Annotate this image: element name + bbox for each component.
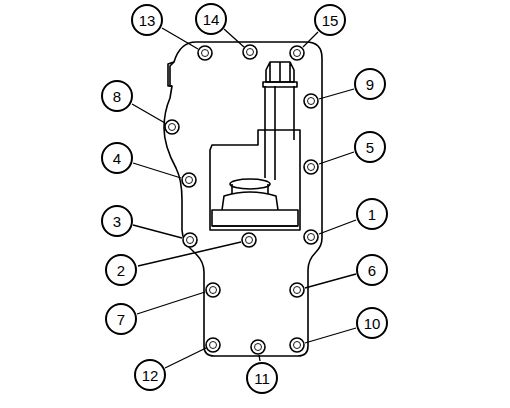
callout-number: 14 — [203, 12, 220, 27]
housing — [210, 130, 300, 230]
bolt-holes — [165, 45, 318, 354]
callout-circle: 5 — [354, 131, 386, 163]
callout-number: 1 — [368, 207, 376, 222]
callout-circle: 11 — [246, 362, 278, 394]
cap-neck — [232, 184, 268, 194]
hex-bolt — [266, 62, 294, 82]
callout-number: 7 — [117, 312, 125, 327]
callout-number: 10 — [364, 316, 381, 331]
callout-circle: 6 — [356, 254, 388, 286]
cap-top — [230, 179, 270, 189]
cap — [222, 192, 278, 210]
callout-circle: 8 — [101, 80, 133, 112]
callout-circle: 13 — [131, 4, 163, 36]
callout-circle: 7 — [105, 303, 137, 335]
cylinder — [265, 86, 294, 178]
plate-tab — [168, 62, 174, 86]
callout-number: 3 — [113, 214, 121, 229]
callout-circle: 4 — [101, 142, 133, 174]
callout-number: 5 — [366, 140, 374, 155]
callout-circle: 15 — [314, 4, 346, 36]
callout-circle: 12 — [134, 359, 166, 391]
housing-base — [212, 210, 298, 226]
callout-circle: 1 — [356, 198, 388, 230]
callout-circle: 14 — [195, 3, 227, 35]
callout-number: 11 — [254, 371, 270, 386]
callout-number: 4 — [113, 151, 121, 166]
callout-circle: 10 — [356, 307, 388, 339]
bolt-hole-inner — [169, 49, 315, 351]
cylinder-rod — [274, 86, 276, 180]
callout-circle: 3 — [101, 205, 133, 237]
callout-number: 6 — [368, 263, 376, 278]
callout-circle: 2 — [105, 254, 137, 286]
callout-number: 8 — [113, 89, 121, 104]
callout-number: 12 — [142, 368, 159, 383]
leader-lines — [132, 28, 356, 368]
callout-number: 15 — [322, 13, 339, 28]
callout-number: 2 — [117, 263, 125, 278]
bolt-washer — [263, 82, 297, 87]
housing-edge — [212, 225, 298, 227]
callout-number: 9 — [366, 77, 374, 92]
callout-number: 13 — [139, 13, 156, 28]
plate-outline — [164, 42, 322, 356]
callout-circle: 9 — [354, 68, 386, 100]
